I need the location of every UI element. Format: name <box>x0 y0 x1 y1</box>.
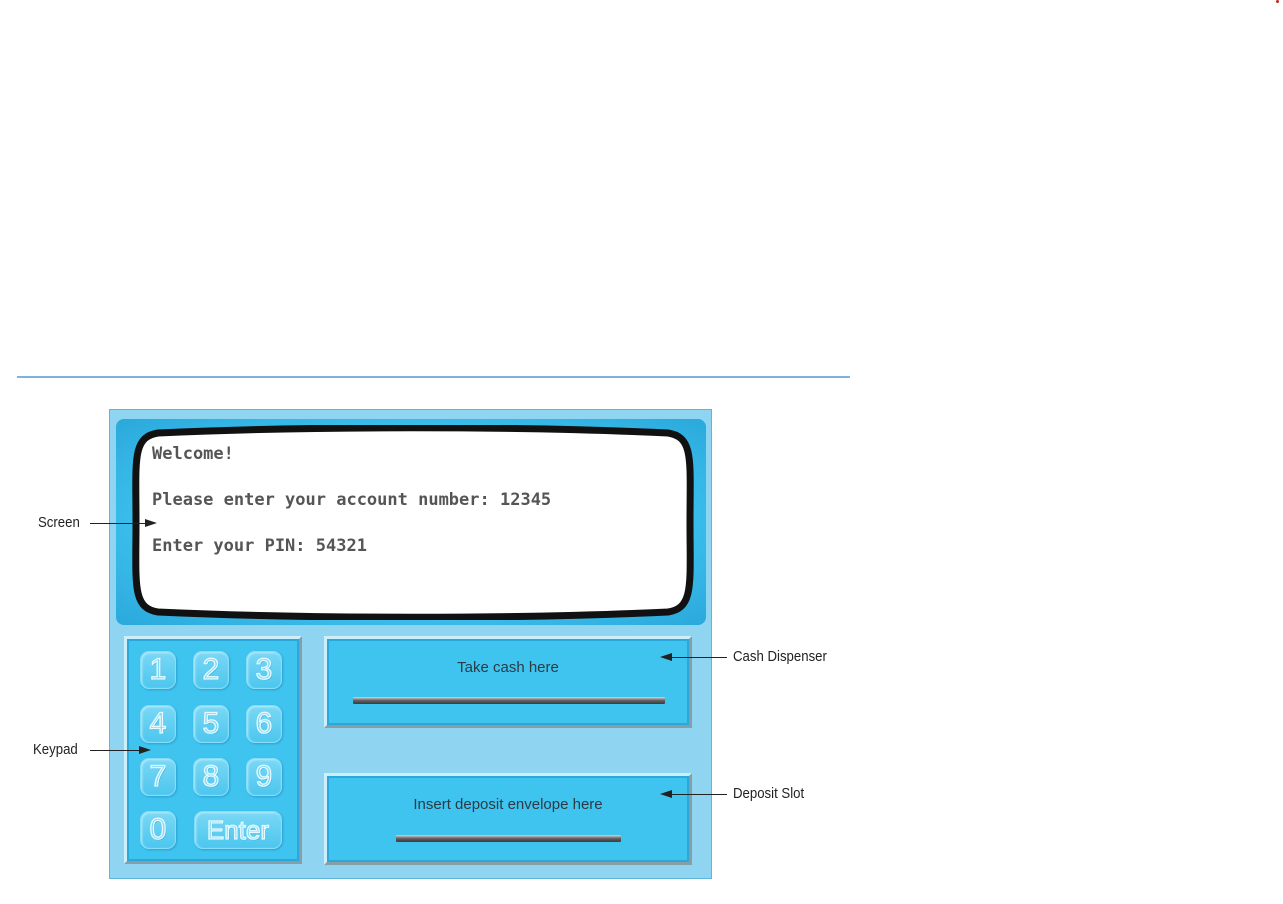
arrow-cash-head <box>660 653 672 661</box>
cash-slot-opening[interactable] <box>353 697 665 704</box>
screen-line-welcome: Welcome! <box>152 444 234 464</box>
keypad: 1 2 3 4 5 6 7 8 9 0 Enter <box>124 636 302 864</box>
key-4[interactable]: 4 <box>140 705 176 743</box>
screen-line-account: Please enter your account number: 12345 <box>152 490 552 510</box>
callout-screen: Screen <box>38 514 80 531</box>
screen-display <box>132 425 694 620</box>
key-9[interactable]: 9 <box>246 758 282 796</box>
callout-keypad: Keypad <box>33 741 78 758</box>
cash-dispenser-label: Take cash here <box>457 659 559 676</box>
screen-line-pin: Enter your PIN: 54321 <box>152 536 367 556</box>
arrow-screen-head <box>145 519 157 527</box>
key-1[interactable]: 1 <box>140 651 176 689</box>
divider-line <box>17 376 850 378</box>
corner-dot <box>1276 0 1279 3</box>
key-6[interactable]: 6 <box>246 705 282 743</box>
arrow-deposit-head <box>660 790 672 798</box>
key-2[interactable]: 2 <box>193 651 229 689</box>
deposit-slot: Insert deposit envelope here <box>324 773 692 865</box>
key-5[interactable]: 5 <box>193 705 229 743</box>
callout-deposit-slot: Deposit Slot <box>733 785 805 802</box>
callout-cash-dispenser: Cash Dispenser <box>733 648 827 665</box>
arrow-cash-line <box>671 657 727 658</box>
key-3[interactable]: 3 <box>246 651 282 689</box>
arrow-keypad-line <box>90 750 140 751</box>
arrow-keypad-head <box>139 746 151 754</box>
deposit-slot-opening[interactable] <box>396 835 621 842</box>
key-enter[interactable]: Enter <box>194 811 282 849</box>
key-0[interactable]: 0 <box>140 811 176 849</box>
cash-dispenser: Take cash here <box>324 636 692 728</box>
arrow-deposit-line <box>671 794 727 795</box>
key-7[interactable]: 7 <box>140 758 176 796</box>
key-8[interactable]: 8 <box>193 758 229 796</box>
arrow-screen-line <box>90 523 146 524</box>
deposit-slot-label: Insert deposit envelope here <box>413 796 603 813</box>
